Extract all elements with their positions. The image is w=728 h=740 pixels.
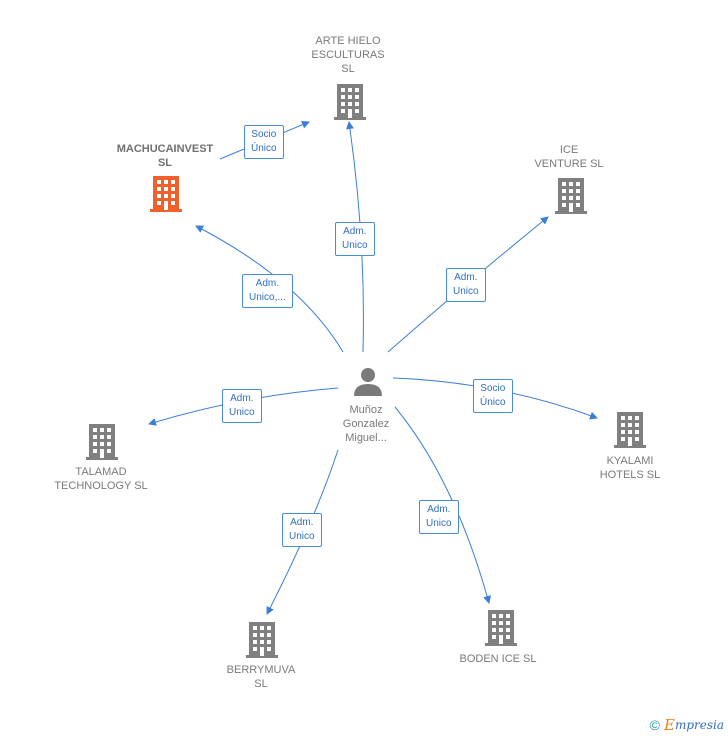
- node-label-line: SL: [254, 678, 268, 690]
- relation-tag-line: Adm.: [427, 504, 451, 515]
- relation-tag-line: Adm.: [290, 517, 314, 528]
- node-label-line: MACHUCAINVEST: [116, 143, 214, 155]
- node-label-line: SL: [341, 63, 355, 75]
- relation-tag-adm-unico[interactable]: Adm. Unico: [335, 222, 375, 256]
- relation-tag-line: Unico: [289, 531, 315, 542]
- center-label-line: Muñoz: [349, 404, 383, 416]
- node-label-line: KYALAMI: [606, 455, 654, 467]
- node-label-talamad-technology[interactable]: TALAMAD TECHNOLOGY SL: [54, 465, 147, 493]
- relation-tag-line: Unico: [342, 240, 368, 251]
- relation-tag-line: Socio: [251, 129, 277, 140]
- building-icon[interactable]: [614, 412, 646, 453]
- building-icon[interactable]: [334, 84, 366, 125]
- relation-tag-line: Adm.: [255, 278, 280, 289]
- person-icon[interactable]: [353, 366, 383, 401]
- node-label-line: ARTE HIELO: [315, 35, 381, 47]
- center-label-line: Gonzalez: [342, 418, 390, 430]
- relation-tag-line: Socio: [480, 383, 506, 394]
- node-label-line: VENTURE SL: [534, 158, 604, 170]
- node-label-berrymuva[interactable]: BERRYMUVA SL: [227, 663, 296, 691]
- relation-tag-socio-unico[interactable]: Socio Único: [244, 125, 284, 159]
- node-label-line: TECHNOLOGY SL: [54, 480, 148, 492]
- brand-footer[interactable]: © E mpresia: [650, 716, 724, 734]
- relation-tag-line: Adm.: [454, 272, 478, 283]
- relation-tag-line: Adm.: [230, 393, 254, 404]
- node-label-arte-hielo[interactable]: ARTE HIELO ESCULTURAS SL: [311, 34, 384, 76]
- relation-tag-line: Único: [480, 397, 506, 408]
- relation-tag-line: Unico,...: [249, 292, 286, 303]
- building-icon[interactable]: [246, 622, 278, 663]
- center-person-label[interactable]: Muñoz Gonzalez Miguel...: [343, 403, 389, 445]
- relation-tag-adm-unico[interactable]: Adm. Unico: [222, 389, 262, 423]
- relation-tag-line: Adm.: [343, 226, 367, 237]
- building-icon[interactable]: [555, 178, 587, 219]
- copyright-icon: ©: [649, 717, 660, 733]
- building-icon[interactable]: [150, 176, 182, 217]
- relation-tag-line: Unico: [453, 286, 479, 297]
- node-label-kyalami-hotels[interactable]: KYALAMI HOTELS SL: [600, 454, 661, 482]
- node-label-line: HOTELS SL: [599, 469, 661, 481]
- brand-logo-text: mpresia: [674, 718, 724, 732]
- node-label-line: BERRYMUVA: [226, 664, 296, 676]
- node-label-ice-venture[interactable]: ICE VENTURE SL: [534, 143, 603, 171]
- node-label-machucainvest[interactable]: MACHUCAINVEST SL: [117, 142, 214, 170]
- node-label-line: TALAMAD: [75, 466, 127, 478]
- relation-tag-adm-unico-more[interactable]: Adm. Unico,...: [242, 274, 293, 308]
- node-label-line: SL: [157, 157, 173, 169]
- brand-logo-letter: E: [663, 716, 675, 734]
- building-icon[interactable]: [86, 424, 118, 465]
- center-label-line: Miguel...: [345, 432, 387, 444]
- node-label-line: ICE: [559, 144, 579, 156]
- node-label-line: BODEN ICE SL: [459, 653, 537, 665]
- edge-boden: [394, 406, 491, 604]
- node-label-line: ESCULTURAS: [311, 49, 385, 61]
- relation-tag-line: Unico: [426, 518, 452, 529]
- relation-tag-line: Único: [251, 143, 277, 154]
- relation-tag-adm-unico[interactable]: Adm. Unico: [446, 268, 486, 302]
- relation-tag-line: Unico: [229, 407, 255, 418]
- relation-tag-adm-unico[interactable]: Adm. Unico: [419, 500, 459, 534]
- node-label-boden-ice[interactable]: BODEN ICE SL: [459, 652, 536, 666]
- relation-tag-socio-unico[interactable]: Socio Único: [473, 379, 513, 413]
- relation-tag-adm-unico[interactable]: Adm. Unico: [282, 513, 322, 547]
- building-icon[interactable]: [485, 610, 517, 651]
